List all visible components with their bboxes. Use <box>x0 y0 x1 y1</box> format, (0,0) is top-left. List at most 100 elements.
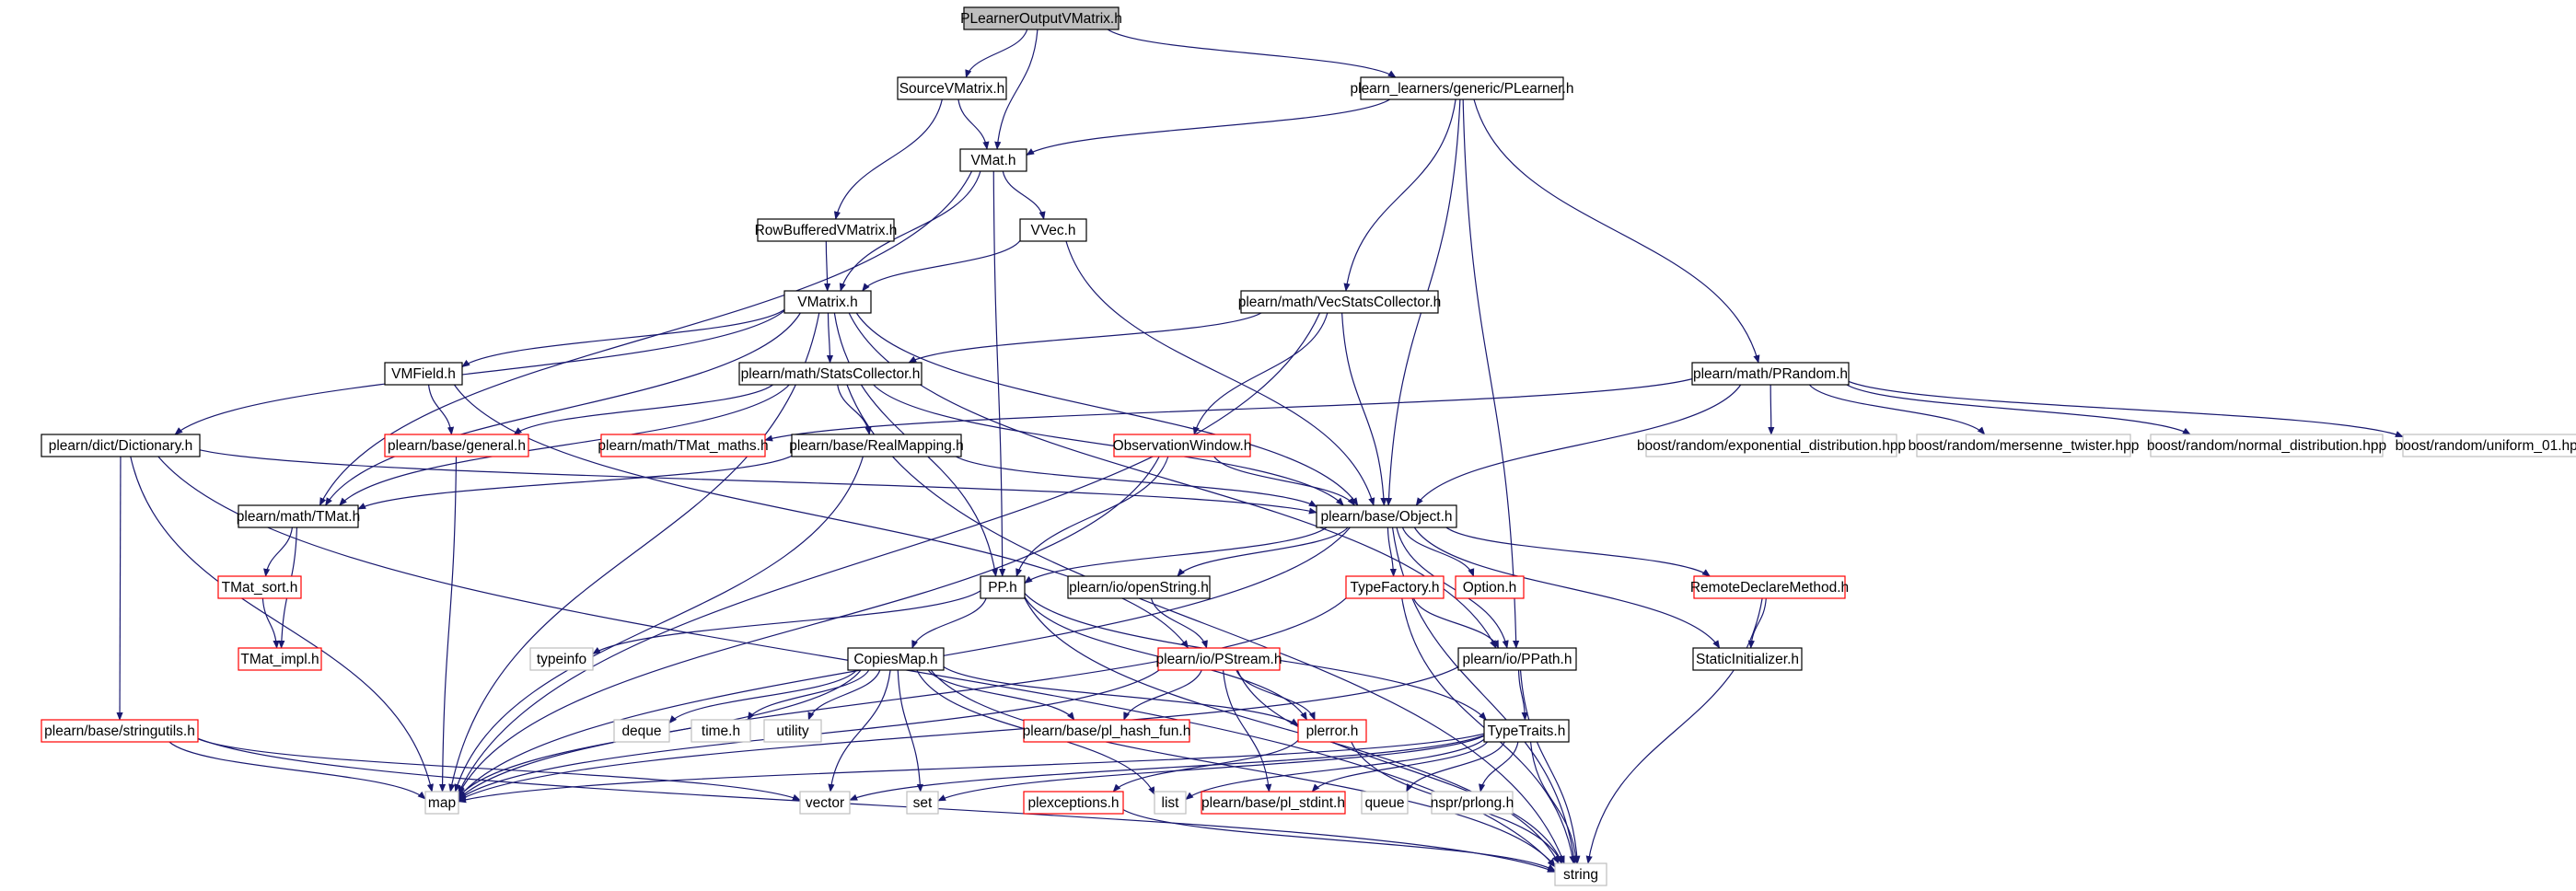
node-copiesmap[interactable]: CopiesMap.h <box>847 647 945 671</box>
edge-vecstats-to-map <box>458 312 1321 794</box>
edge-openstring-to-pstream <box>1150 597 1208 649</box>
edge-typetraits-to-map <box>458 733 1485 804</box>
node-label-prandom: plearn/math/PRandom.h <box>1693 366 1848 382</box>
edge-vmat-to-vvec <box>1002 170 1046 220</box>
node-statscol[interactable]: plearn/math/StatsCollector.h <box>738 362 922 386</box>
node-plerror[interactable]: plerror.h <box>1297 719 1367 743</box>
node-list: list <box>1154 791 1187 815</box>
node-box-vvec <box>1019 218 1087 242</box>
node-hashfun[interactable]: plearn/base/pl_hash_fun.h <box>1023 719 1191 743</box>
node-rowbuf[interactable]: RowBufferedVMatrix.h <box>755 218 898 242</box>
node-tmatsort[interactable]: TMat_sort.h <box>217 575 302 599</box>
node-tmatmaths[interactable]: plearn/math/TMat_maths.h <box>598 434 769 457</box>
node-box-normdist <box>2150 434 2384 457</box>
edge-tmatsort-to-tmatimpl <box>261 597 280 649</box>
edge-copiesmap-to-string <box>930 669 1556 867</box>
node-dictionary[interactable]: plearn/dict/Dictionary.h <box>41 434 201 457</box>
node-vecstats[interactable]: plearn/math/VecStatsCollector.h <box>1238 290 1442 314</box>
edge-prandom-to-mersenne <box>1808 384 1986 435</box>
node-typetraits[interactable]: TypeTraits.h <box>1483 719 1570 743</box>
node-label-deque: deque <box>621 723 661 739</box>
node-typefactory[interactable]: TypeFactory.h <box>1345 575 1445 599</box>
node-tmatimpl[interactable]: TMat_impl.h <box>238 647 322 671</box>
node-vmat[interactable]: VMat.h <box>959 148 1027 172</box>
node-plearner[interactable]: plearn_learners/generic/PLearner.h <box>1351 76 1574 100</box>
node-box-uniform01 <box>2402 434 2576 457</box>
node-vmatrix[interactable]: VMatrix.h <box>783 290 872 314</box>
node-plstdint[interactable]: plearn/base/pl_stdint.h <box>1201 791 1346 815</box>
node-label-vmatrix: VMatrix.h <box>797 295 857 310</box>
edge-copiesmap-to-deque <box>668 669 857 724</box>
node-tmat[interactable]: plearn/math/TMat.h <box>237 504 360 528</box>
node-general[interactable]: plearn/base/general.h <box>384 434 529 457</box>
node-box-general <box>384 434 529 457</box>
edge-dictionary-to-object <box>199 449 1317 515</box>
node-label-vvec: VVec.h <box>1030 223 1075 238</box>
node-box-openstring <box>1067 575 1211 599</box>
node-object[interactable]: plearn/base/Object.h <box>1316 504 1457 528</box>
edge-remotedecl-to-staticinit <box>1747 597 1767 649</box>
node-openstring[interactable]: plearn/io/openString.h <box>1067 575 1211 599</box>
edge-stringutils-to-vector <box>197 738 801 801</box>
node-label-tmat: plearn/math/TMat.h <box>237 509 360 525</box>
node-stringutils[interactable]: plearn/base/stringutils.h <box>41 719 199 743</box>
node-box-plstdint <box>1201 791 1346 815</box>
edge-plearner-to-vmat <box>1026 98 1391 156</box>
node-label-root: PLearnerOutputVMatrix.h <box>960 11 1122 27</box>
node-ppath[interactable]: plearn/io/PPath.h <box>1457 647 1577 671</box>
edge-ppath-to-typetraits <box>1517 669 1528 721</box>
node-box-vmatrix <box>783 290 872 314</box>
node-label-queue: queue <box>1364 795 1404 811</box>
node-vvec[interactable]: VVec.h <box>1019 218 1087 242</box>
edge-vecstats-to-statscol <box>908 312 1262 364</box>
node-vmfield[interactable]: VMField.h <box>384 362 463 386</box>
node-remotedecl[interactable]: RemoteDeclareMethod.h <box>1690 575 1849 599</box>
node-plexceptions[interactable]: plexceptions.h <box>1023 791 1124 815</box>
node-prandom[interactable]: plearn/math/PRandom.h <box>1691 362 1850 386</box>
node-box-tmatsort <box>217 575 302 599</box>
node-box-plexceptions <box>1023 791 1124 815</box>
edge-statscol-to-string <box>846 384 1565 864</box>
edge-vmatrix-to-tmat <box>325 312 801 506</box>
edge-copiesmap-to-timeh <box>747 669 870 721</box>
node-box-plerror <box>1297 719 1367 743</box>
edge-stringutils-to-string <box>197 737 1556 873</box>
node-box-option <box>1455 575 1525 599</box>
node-box-rowbuf <box>757 218 895 242</box>
edge-vecstats-to-object <box>1341 312 1387 506</box>
edge-prandom-to-tmatmaths <box>764 378 1693 442</box>
node-timeh: time.h <box>690 719 751 743</box>
node-label-prlong: nspr/prlong.h <box>1431 795 1514 811</box>
node-label-tmatsort: TMat_sort.h <box>222 580 298 596</box>
node-label-vector: vector <box>806 795 844 811</box>
node-label-plexceptions: plexceptions.h <box>1027 795 1119 811</box>
node-pp[interactable]: PP.h <box>980 575 1026 599</box>
node-obswindow[interactable]: ObservationWindow.h <box>1113 434 1252 457</box>
edge-realmapping-to-map <box>454 456 864 793</box>
node-set: set <box>906 791 939 815</box>
node-label-typetraits: TypeTraits.h <box>1488 723 1566 739</box>
node-staticinit[interactable]: StaticInitializer.h <box>1692 647 1803 671</box>
node-label-pp: PP.h <box>988 580 1017 596</box>
node-label-ppath: plearn/io/PPath.h <box>1463 652 1572 667</box>
node-option[interactable]: Option.h <box>1455 575 1525 599</box>
node-label-plerror: plerror.h <box>1306 723 1359 739</box>
node-pstream[interactable]: plearn/io/PStream.h <box>1156 647 1282 671</box>
node-box-stringutils <box>41 719 199 743</box>
node-box-plearner <box>1360 76 1564 100</box>
node-realmapping[interactable]: plearn/base/RealMapping.h <box>789 434 964 457</box>
node-box-tmat <box>238 504 359 528</box>
edge-plexceptions-to-string <box>1122 809 1556 872</box>
edge-root-to-vmat <box>994 29 1039 150</box>
node-box-hashfun <box>1023 719 1190 743</box>
node-srcvm[interactable]: SourceVMatrix.h <box>897 76 1007 100</box>
node-label-utility: utility <box>776 723 809 739</box>
node-label-plstdint: plearn/base/pl_stdint.h <box>1201 795 1345 811</box>
node-deque: deque <box>613 719 670 743</box>
node-vector: vector <box>799 791 851 815</box>
node-label-set: set <box>913 795 933 811</box>
node-root[interactable]: PLearnerOutputVMatrix.h <box>960 6 1122 30</box>
edge-vmat-to-pp <box>992 170 1006 577</box>
edge-typefactory-to-ppath <box>1412 597 1500 649</box>
node-mersenne: boost/random/mersenne_twister.hpp <box>1909 434 2139 457</box>
